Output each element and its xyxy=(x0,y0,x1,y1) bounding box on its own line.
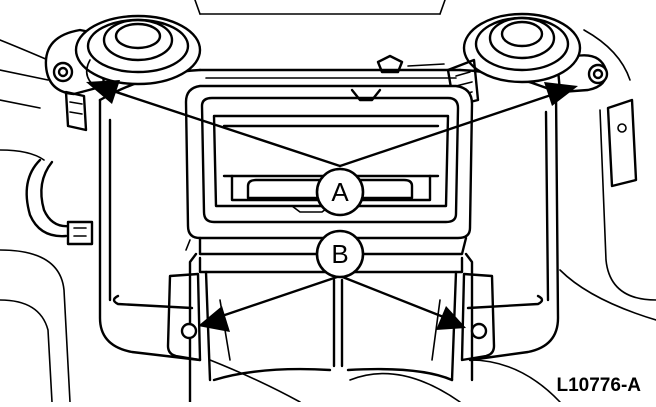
callout-a-circle xyxy=(315,167,365,217)
leader-line-a-left xyxy=(102,86,342,168)
callout-b-circle xyxy=(315,229,365,279)
arrowhead-b-right xyxy=(436,306,466,330)
left-duct-grommet xyxy=(44,14,202,96)
callout-a: A xyxy=(315,167,365,217)
arrowhead-a-right xyxy=(544,82,578,106)
arrowhead-b-left xyxy=(198,306,230,332)
leader-line-b-right xyxy=(338,274,448,320)
figure-reference: L10776-A xyxy=(557,375,642,396)
upper-fixings xyxy=(64,54,480,132)
right-duct-grommet xyxy=(462,12,609,94)
callout-b-leaders xyxy=(198,274,466,332)
arrowhead-a-left xyxy=(86,80,120,104)
left-wiring-harness xyxy=(25,158,94,246)
leader-line-a-right xyxy=(338,90,562,168)
callout-b: B xyxy=(315,229,365,279)
right-bracket xyxy=(606,98,638,188)
callout-a-leaders xyxy=(86,80,578,168)
callout-b-letter: B xyxy=(331,239,348,269)
central-duct-frame xyxy=(184,84,474,256)
callout-a-letter: A xyxy=(331,177,349,207)
leader-line-b-left xyxy=(214,274,342,320)
